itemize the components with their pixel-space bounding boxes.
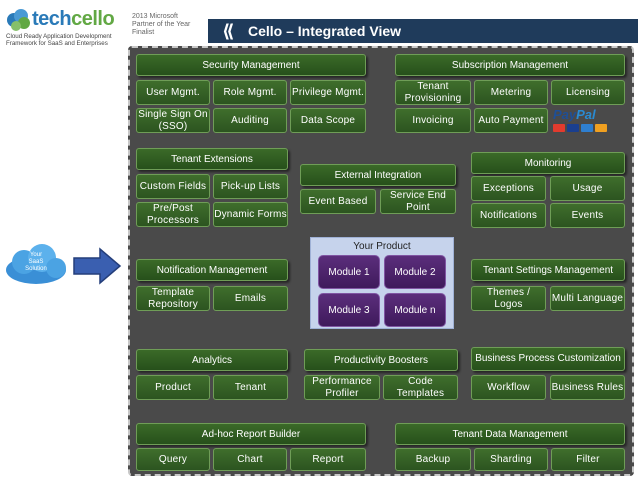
chevron-left-icon: ⟨⟨: [222, 21, 235, 41]
auditing-box: Auditing: [213, 108, 287, 133]
performance-profiler-box: Performance Profiler: [304, 375, 380, 400]
dynamic-forms-box: Dynamic Forms: [213, 202, 288, 227]
logo-text-cello: cello: [71, 8, 115, 30]
report-box: Report: [290, 448, 366, 471]
monitoring-header: Monitoring: [471, 152, 625, 174]
award-line-1: 2013 Microsoft: [132, 13, 178, 20]
paypal-text-pay: Pay: [553, 107, 577, 122]
event-based-box: Event Based: [300, 189, 376, 214]
backup-box: Backup: [395, 448, 471, 471]
filter-box: Filter: [551, 448, 625, 471]
licensing-box: Licensing: [551, 80, 625, 105]
business-rules-box: Business Rules: [550, 375, 625, 400]
chart-box: Chart: [213, 448, 287, 471]
payment-cards-icon: [553, 124, 625, 132]
data-scope-box: Data Scope: [290, 108, 366, 133]
security-management-header: Security Management: [136, 54, 366, 76]
multi-language-box: Multi Language: [550, 286, 625, 311]
metering-box: Metering: [474, 80, 548, 105]
saas-cloud: Your SaaS Solution: [2, 240, 70, 290]
subscription-management-header: Subscription Management: [395, 54, 625, 76]
cloud-text-2: SaaS: [28, 259, 44, 265]
paypal-text-pal: Pal: [576, 107, 596, 122]
emails-box: Emails: [213, 286, 288, 311]
logo-tagline-1: Cloud Ready Application Development: [6, 33, 112, 40]
your-product-title: Your Product: [353, 241, 411, 252]
privilege-mgmt-box: Privilege Mgmt.: [290, 80, 366, 105]
workflow-box: Workflow: [471, 375, 546, 400]
notifications-box: Notifications: [471, 203, 546, 228]
tenant-data-management-header: Tenant Data Management: [395, 423, 625, 445]
logo-text-tech: tech: [32, 8, 72, 30]
tenant-settings-header: Tenant Settings Management: [471, 259, 625, 281]
code-templates-box: Code Templates: [383, 375, 458, 400]
page-title: Cello – Integrated View: [248, 23, 402, 39]
user-mgmt-box: User Mgmt.: [136, 80, 210, 105]
paypal-text: PayPal: [553, 107, 625, 122]
business-process-header: Business Process Customization: [471, 347, 625, 371]
notification-management-header: Notification Management: [136, 259, 288, 281]
exceptions-box: Exceptions: [471, 176, 546, 201]
techcello-logo: techcello Cloud Ready Application Develo…: [4, 2, 126, 52]
template-repository-box: Template Repository: [136, 286, 210, 311]
role-mgmt-box: Role Mgmt.: [213, 80, 287, 105]
invoicing-box: Invoicing: [395, 108, 471, 133]
cloud-text-1: Your: [29, 252, 43, 258]
productivity-boosters-header: Productivity Boosters: [304, 349, 458, 371]
service-end-point-box: Service End Point: [380, 189, 456, 214]
arrow-right-icon: [73, 247, 122, 285]
cloud-icon: [6, 244, 66, 284]
cloud-text-3: Solution: [25, 266, 47, 272]
analytics-product-box: Product: [136, 375, 210, 400]
analytics-tenant-box: Tenant: [213, 375, 288, 400]
sharding-box: Sharding: [474, 448, 548, 471]
logo-tagline-2: Framework for SaaS and Enterprises: [6, 40, 108, 47]
pre-post-processors-box: Pre/Post Processors: [136, 202, 210, 227]
events-box: Events: [550, 203, 625, 228]
paypal-logo: PayPal: [553, 107, 625, 135]
tenant-provisioning-box: Tenant Provisioning: [395, 80, 471, 105]
usage-box: Usage: [550, 176, 625, 201]
module-1-box: Module 1: [318, 255, 380, 289]
award-line-2: Partner of the Year: [132, 21, 191, 28]
title-bar: ⟨⟨ Cello – Integrated View: [208, 19, 638, 43]
tenant-extensions-header: Tenant Extensions: [136, 148, 288, 170]
module-3-box: Module 3: [318, 293, 380, 327]
cloud-logo-icon: [7, 9, 30, 31]
award-badge: 2013 Microsoft Partner of the Year Final…: [132, 13, 204, 51]
module-n-box: Module n: [384, 293, 446, 327]
module-2-box: Module 2: [384, 255, 446, 289]
sso-box: Single Sign On (SSO): [136, 108, 210, 133]
external-integration-header: External Integration: [300, 164, 456, 186]
analytics-header: Analytics: [136, 349, 288, 371]
adhoc-report-builder-header: Ad-hoc Report Builder: [136, 423, 366, 445]
themes-logos-box: Themes / Logos: [471, 286, 546, 311]
custom-fields-box: Custom Fields: [136, 174, 210, 199]
award-finalist: Finalist: [132, 29, 155, 36]
pickup-lists-box: Pick-up Lists: [213, 174, 288, 199]
query-box: Query: [136, 448, 210, 471]
auto-payment-box: Auto Payment: [474, 108, 548, 133]
